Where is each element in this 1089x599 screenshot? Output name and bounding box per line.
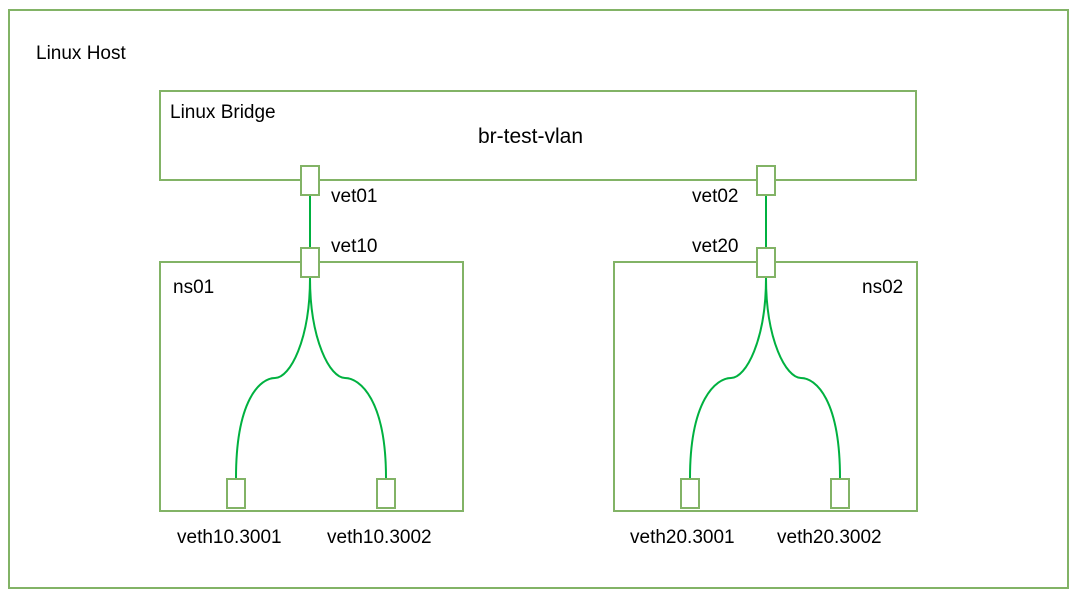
port-vet20 bbox=[756, 247, 776, 278]
link-vet20-veth20-3001 bbox=[689, 277, 767, 479]
port-label-vet20: vet20 bbox=[692, 236, 739, 257]
port-veth20-3002 bbox=[830, 478, 850, 509]
port-label-vet10: vet10 bbox=[331, 236, 378, 257]
linux-bridge-label: Linux Bridge bbox=[170, 102, 276, 123]
port-vet01 bbox=[300, 165, 320, 196]
port-vet10 bbox=[300, 247, 320, 278]
linux-host-box bbox=[8, 9, 1069, 589]
iface-label-veth20-3001: veth20.3001 bbox=[630, 527, 735, 548]
port-veth10-3002 bbox=[376, 478, 396, 509]
bridge-name: br-test-vlan bbox=[478, 125, 584, 148]
port-label-vet01: vet01 bbox=[331, 186, 378, 207]
iface-label-veth10-3001: veth10.3001 bbox=[177, 527, 282, 548]
port-veth20-3001 bbox=[680, 478, 700, 509]
namespace-label-ns01: ns01 bbox=[173, 277, 215, 298]
port-veth10-3001 bbox=[226, 478, 246, 509]
namespace-label-ns02: ns02 bbox=[862, 277, 904, 298]
link-vet20-veth20-3002 bbox=[765, 277, 841, 479]
port-label-vet02: vet02 bbox=[692, 186, 739, 207]
port-vet02 bbox=[756, 165, 776, 196]
linux-host-label: Linux Host bbox=[36, 43, 126, 64]
link-vet10-veth10-3001 bbox=[235, 277, 311, 479]
iface-label-veth20-3002: veth20.3002 bbox=[777, 527, 882, 548]
iface-label-veth10-3002: veth10.3002 bbox=[327, 527, 432, 548]
link-vet10-veth10-3002 bbox=[309, 277, 387, 479]
linux-bridge-box bbox=[159, 90, 917, 181]
